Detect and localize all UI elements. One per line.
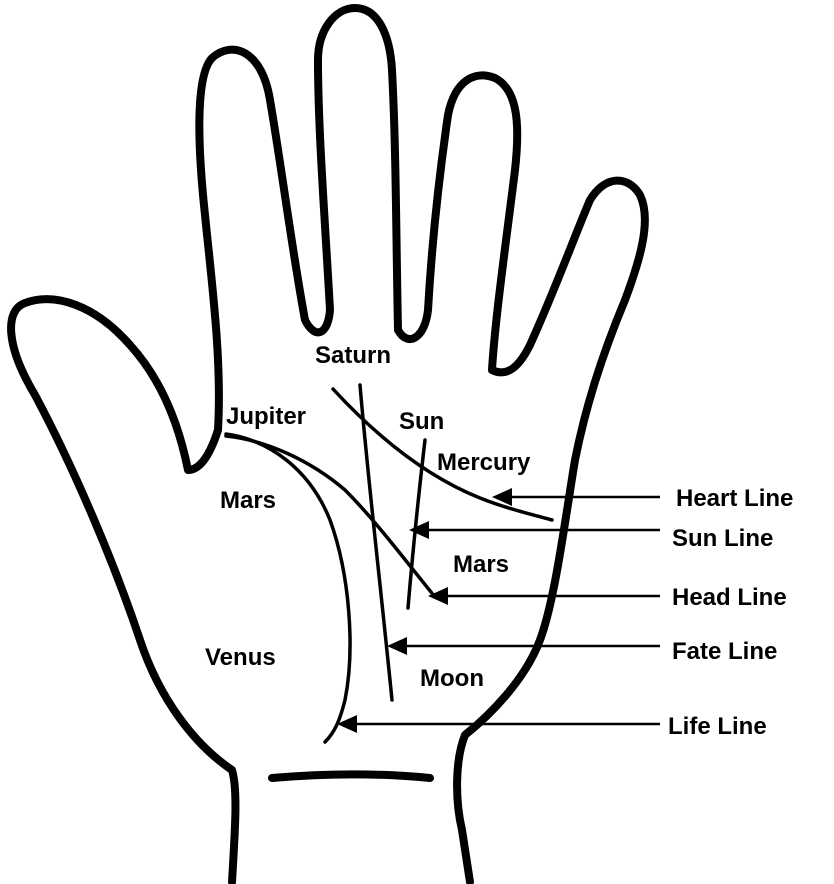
heart-line-arrow [492, 488, 660, 506]
mount-venus-label: Venus [205, 644, 276, 671]
mount-sun-label: Sun [399, 408, 444, 435]
mount-jupiter-label: Jupiter [226, 403, 306, 430]
head-line-label: Head Line [672, 584, 787, 611]
life-line-arrow [337, 715, 660, 733]
hand-outline [11, 8, 645, 882]
heart-line-label: Heart Line [676, 485, 793, 512]
mount-mars-lower-label: Mars [453, 551, 509, 578]
mount-moon-label: Moon [420, 665, 484, 692]
mount-mercury-label: Mercury [437, 449, 531, 476]
mount-saturn-label: Saturn [315, 342, 391, 369]
wrist-crease [272, 774, 430, 778]
head-line [226, 436, 435, 597]
fate-line-arrow [387, 637, 660, 655]
sun-line-arrow [409, 521, 660, 539]
head-line-arrow [428, 587, 660, 605]
fate-line-label: Fate Line [672, 638, 777, 665]
life-line-label: Life Line [668, 713, 767, 740]
sun-line-label: Sun Line [672, 525, 773, 552]
mount-mars-upper-label: Mars [220, 487, 276, 514]
